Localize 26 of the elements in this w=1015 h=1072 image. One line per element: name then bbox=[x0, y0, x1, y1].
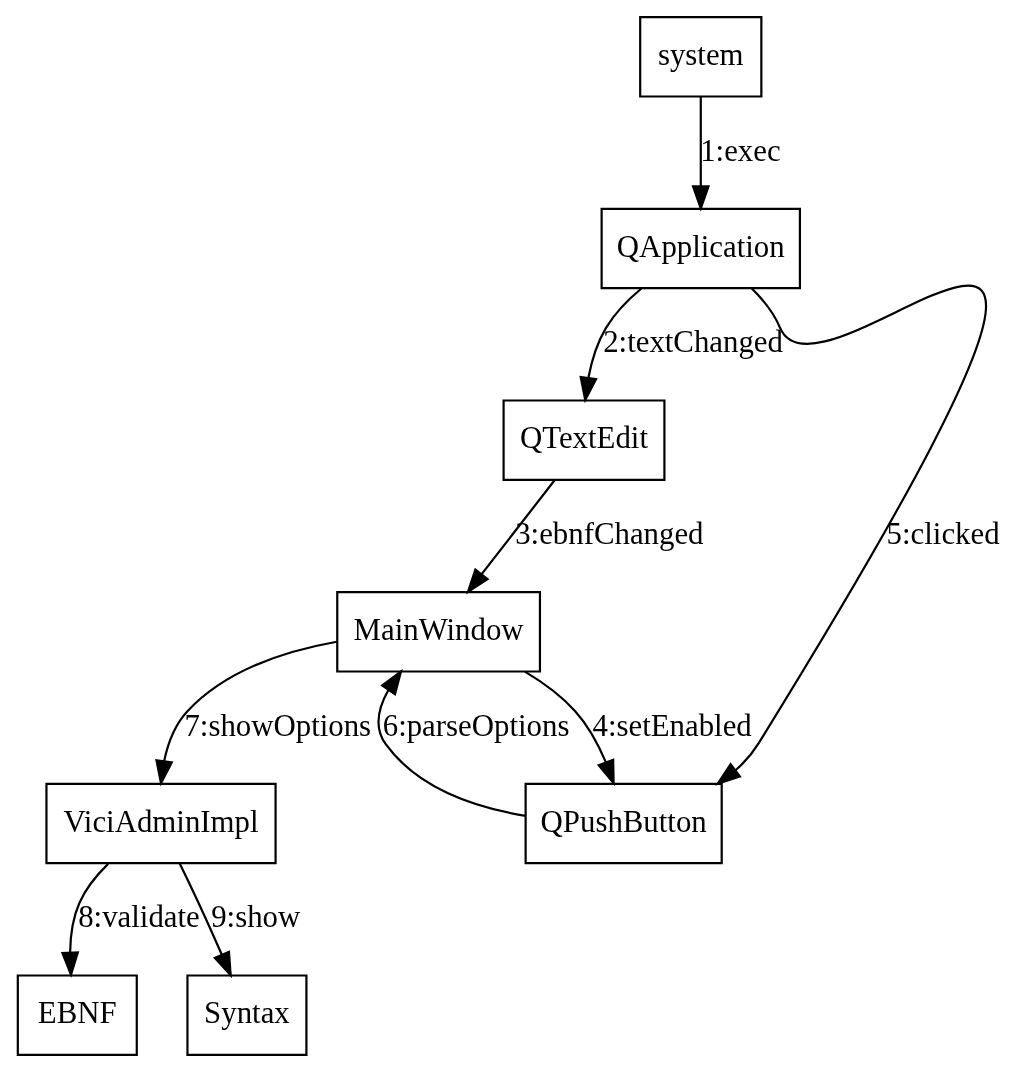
arrow bbox=[691, 96, 710, 212]
arrow bbox=[523, 670, 615, 787]
arrow bbox=[714, 285, 986, 786]
edge-label: 3:ebnfChanged bbox=[514, 517, 704, 552]
arrow bbox=[578, 287, 642, 404]
edge-label: 7:showOptions bbox=[183, 708, 371, 743]
arrow bbox=[465, 479, 555, 595]
edge-label: 5:clicked bbox=[886, 517, 1000, 552]
arrow bbox=[178, 862, 232, 979]
node-box: QTextEdit bbox=[502, 399, 665, 481]
arrow bbox=[154, 640, 337, 787]
edge-label: 4:setEnabled bbox=[592, 708, 752, 743]
node-box: QPushButton bbox=[524, 782, 723, 865]
arrow bbox=[60, 863, 109, 978]
edge-label: 8:validate bbox=[77, 900, 200, 935]
edge-label: 2:textChanged bbox=[602, 325, 783, 360]
node-box: ViciAdminImpl bbox=[44, 782, 277, 865]
arrow bbox=[377, 668, 526, 817]
edge-label: 9:show bbox=[210, 900, 300, 935]
node-box: MainWindow bbox=[335, 591, 541, 673]
node-box: QApplication bbox=[600, 207, 801, 290]
node-box: system bbox=[638, 16, 762, 98]
node-box: EBNF bbox=[16, 974, 138, 1056]
edge-label: 6:parseOptions bbox=[382, 708, 569, 743]
node-box: Syntax bbox=[185, 974, 308, 1056]
edge-label: 1:exec bbox=[699, 133, 781, 168]
